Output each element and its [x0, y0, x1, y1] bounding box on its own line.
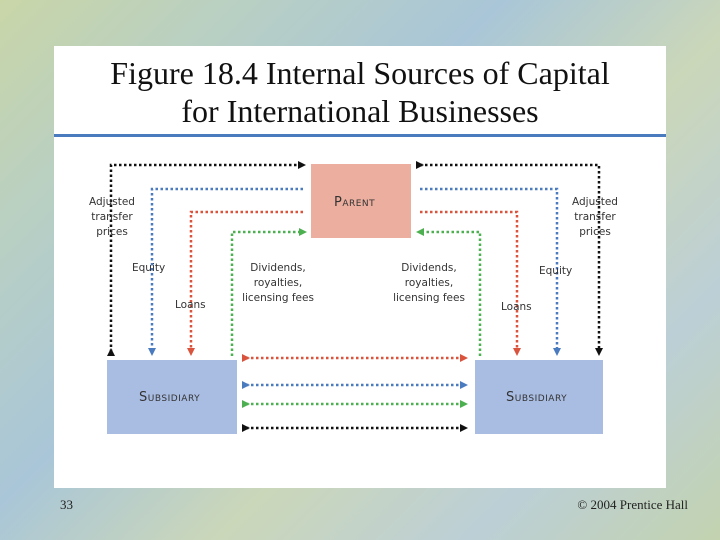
- right-adjusted-line-3: prices: [579, 226, 611, 238]
- title-divider: [54, 134, 666, 137]
- page-number: 33: [60, 497, 73, 512]
- left-dividends-line-2: royalties,: [253, 277, 303, 289]
- left-adjusted-line-1: Adjusted: [89, 196, 135, 208]
- right-adjusted-line-2: transfer: [574, 211, 616, 223]
- left-adjusted-line-3: prices: [96, 226, 128, 238]
- right-red-flow: [420, 210, 521, 356]
- left-equity-label: Equity: [132, 262, 166, 274]
- title-line-2: for International Businesses: [181, 93, 539, 129]
- left-adjusted-transfer-prices-label: Adjusted transfer prices: [84, 195, 140, 240]
- subsidiary-left-box: [107, 360, 237, 434]
- right-equity-label: Equity: [539, 265, 573, 277]
- slide-title: Figure 18.4 Internal Sources of Capital …: [54, 54, 666, 130]
- right-green-flow: [416, 228, 482, 356]
- right-loans-label: Loans: [501, 301, 532, 313]
- right-dividends-label: Dividends, royalties, licensing fees: [391, 261, 467, 306]
- left-dividends-line-1: Dividends,: [250, 262, 306, 274]
- subsidiary-right-box: [475, 360, 603, 434]
- subsidiary-right-label: Subsidiary: [506, 390, 568, 405]
- subsidiary-left-label: Subsidiary: [139, 390, 201, 405]
- right-dividends-line-2: royalties,: [404, 277, 454, 289]
- parent-box: [311, 164, 411, 238]
- left-dividends-line-3: licensing fees: [242, 292, 314, 304]
- left-adjusted-line-2: transfer: [91, 211, 133, 223]
- right-black-flow: [416, 161, 603, 356]
- parent-label: Parent: [334, 195, 376, 210]
- title-line-1: Figure 18.4 Internal Sources of Capital: [110, 55, 610, 91]
- left-green-flow: [230, 228, 307, 356]
- left-black-flow: [107, 161, 306, 356]
- right-adjusted-line-1: Adjusted: [572, 196, 618, 208]
- copyright-notice: © 2004 Prentice Hall: [577, 497, 688, 512]
- right-adjusted-transfer-prices-label: Adjusted transfer prices: [566, 195, 624, 240]
- right-blue-flow: [420, 187, 561, 356]
- left-blue-flow: [148, 187, 303, 356]
- right-dividends-line-3: licensing fees: [393, 292, 465, 304]
- left-dividends-label: Dividends, royalties, licensing fees: [240, 261, 316, 306]
- right-dividends-line-1: Dividends,: [401, 262, 457, 274]
- left-loans-label: Loans: [175, 299, 206, 311]
- left-red-flow: [187, 210, 303, 356]
